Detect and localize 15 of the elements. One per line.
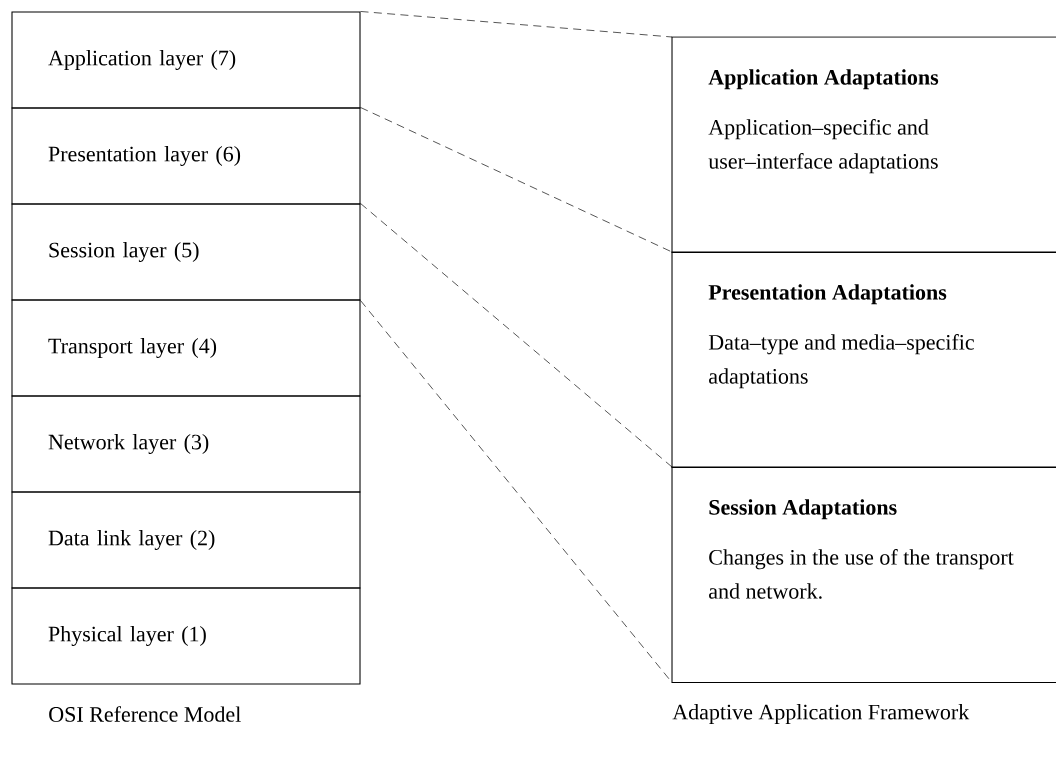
adaptation-box: Session Adaptations Changes in the use of the transport and network. xyxy=(671,466,1056,684)
caption: OSI Reference Model xyxy=(49,706,241,722)
adaptation-box: Presentation Adaptations Data–type and media–specific adaptations xyxy=(671,251,1056,469)
dashed-line xyxy=(360,107,673,253)
layer-box: Session layer (5) xyxy=(11,203,361,301)
layer-box: Physical layer (1) xyxy=(11,587,361,685)
layer-box: Application layer (7) xyxy=(11,11,361,109)
adaptation-box: Application Adaptations Application–specific and user–interface adaptations xyxy=(671,36,1056,254)
layer-box: Presentation layer (6) xyxy=(11,107,361,205)
dashed-line xyxy=(360,203,673,468)
caption: Adaptive Application Framework xyxy=(672,704,970,724)
dashed-line xyxy=(360,11,673,38)
layer-box: Data link layer (2) xyxy=(11,491,361,589)
layer-box: Transport layer (4) xyxy=(11,299,361,397)
layer-box: Network layer (3) xyxy=(11,395,361,493)
